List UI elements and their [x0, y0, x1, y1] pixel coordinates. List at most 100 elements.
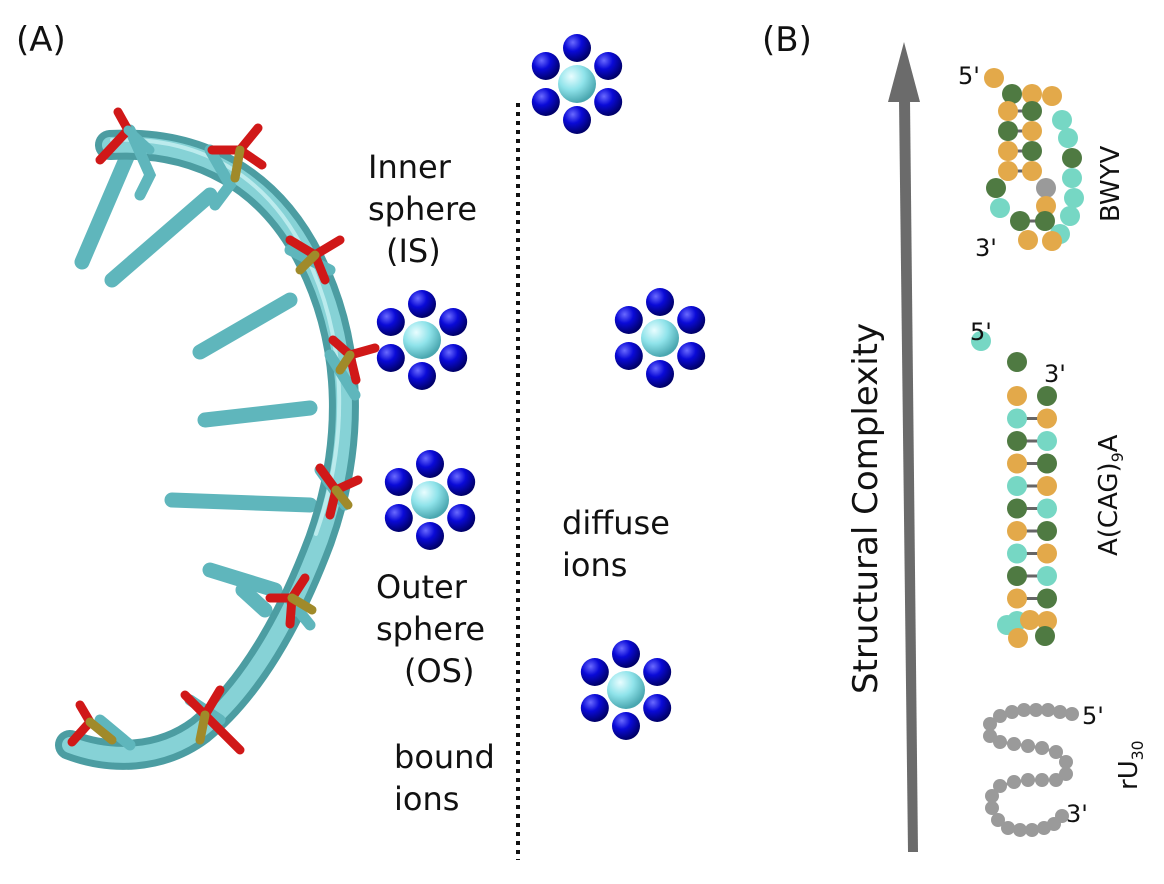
- uridine: [1049, 773, 1063, 787]
- nucleotide: [990, 198, 1010, 218]
- nucleotide: [1022, 121, 1042, 141]
- water-oxygen: [376, 344, 405, 372]
- nucleotide: [1035, 626, 1055, 646]
- nucleotide: [998, 161, 1018, 181]
- water-oxygen: [447, 504, 476, 532]
- inner-sphere-label: Inner sphere (IS): [368, 146, 477, 272]
- nucleotide: [1037, 611, 1057, 631]
- nucleotide: [1037, 386, 1057, 406]
- bwyv-name: BWYV: [1096, 145, 1126, 222]
- water-oxygen: [531, 52, 560, 80]
- magnesium-ion: [607, 671, 645, 709]
- nucleotide: [1007, 566, 1027, 586]
- nucleotide: [1042, 86, 1062, 106]
- water-oxygen: [646, 360, 674, 388]
- bound-ions-line-1: bound: [394, 738, 495, 776]
- outer-sphere-line-1: Outer: [376, 568, 467, 606]
- outer-sphere-line-3: (OS): [404, 652, 475, 690]
- rna-bases: [74, 142, 318, 618]
- water-oxygen: [580, 694, 609, 722]
- nucleotide: [1007, 521, 1027, 541]
- diffuse-ions-line-2: ions: [562, 546, 628, 584]
- uridine: [1035, 773, 1049, 787]
- water-oxygen: [646, 288, 674, 316]
- water-oxygen: [439, 344, 468, 372]
- water-oxygen: [643, 658, 672, 686]
- ru30-five-prime: 5': [1082, 702, 1104, 730]
- nucleotide: [971, 331, 991, 351]
- uridine: [985, 801, 999, 815]
- rna-strand: [55, 107, 380, 770]
- ru30-name-main: rU: [1114, 760, 1144, 790]
- nucleotide: [1008, 628, 1028, 648]
- water-oxygen: [580, 658, 609, 686]
- uridine: [1017, 703, 1031, 717]
- nucleotide: [1007, 431, 1027, 451]
- water-oxygen: [594, 52, 623, 80]
- water-oxygen: [376, 308, 405, 336]
- water-oxygen: [416, 522, 444, 550]
- water-oxygen: [384, 468, 413, 496]
- nucleotide: [1022, 84, 1042, 104]
- uridine: [1021, 739, 1035, 753]
- water-oxygen: [614, 306, 643, 334]
- nucleotide: [1062, 148, 1082, 168]
- nucleotide: [1022, 141, 1042, 161]
- uridine: [993, 779, 1007, 793]
- nucleotide: [998, 101, 1018, 121]
- uridine: [985, 789, 999, 803]
- ion-diffuse-bottom: [580, 640, 672, 740]
- nucleotide: [1007, 588, 1027, 609]
- water-oxygen: [563, 106, 591, 134]
- uridine: [1059, 755, 1073, 769]
- water-oxygen: [531, 88, 560, 116]
- uridine: [1007, 737, 1021, 751]
- cag-name-sub: 9: [1109, 452, 1128, 463]
- nucleotide: [1010, 211, 1030, 231]
- uridine: [1065, 707, 1079, 721]
- nucleotide: [1020, 610, 1040, 630]
- water-oxygen: [643, 694, 672, 722]
- nucleotide: [1007, 476, 1027, 496]
- nucleotide: [1007, 543, 1027, 564]
- water-oxygen: [677, 342, 706, 370]
- nucleotide: [998, 141, 1018, 161]
- uridine: [1007, 775, 1021, 789]
- nucleotide: [1037, 498, 1057, 519]
- magnesium-ion: [641, 319, 679, 357]
- nucleotide: [998, 121, 1018, 141]
- phosphate-groups: [67, 107, 380, 755]
- ru30-three-prime: 3': [1066, 800, 1088, 828]
- ru30-structure: [983, 703, 1079, 837]
- ion-diffuse-top: [531, 34, 623, 134]
- bwyv-three-prime: 3': [975, 234, 997, 262]
- water-oxygen: [677, 306, 706, 334]
- diffuse-ions-label: diffuse ions: [562, 502, 670, 586]
- water-oxygen: [614, 342, 643, 370]
- ru30-name-sub: 30: [1129, 740, 1148, 761]
- complexity-arrow: [888, 42, 920, 852]
- nucleotide: [1035, 211, 1055, 231]
- panel-a-label: (A): [16, 20, 66, 60]
- uridine: [993, 709, 1007, 723]
- ru30-name: rU30: [1114, 740, 1147, 790]
- uridine: [1025, 823, 1039, 837]
- outer-sphere-label: Outer sphere (OS): [376, 566, 485, 692]
- nucleotide: [1037, 588, 1057, 609]
- water-oxygen: [563, 34, 591, 62]
- nucleotide: [1060, 206, 1080, 226]
- cag-name: A(CAG)9A: [1094, 435, 1127, 556]
- nucleotide: [1037, 453, 1057, 474]
- acag9a-structure: [971, 331, 1057, 648]
- water-oxygen: [384, 504, 413, 532]
- nucleotide: [1036, 196, 1056, 216]
- bound-ions-label: bound ions: [394, 736, 495, 820]
- nucleotide: [1036, 178, 1056, 198]
- nucleotide: [1037, 566, 1057, 586]
- uridine: [1013, 823, 1027, 837]
- uridine: [983, 717, 997, 731]
- nucleotide: [1037, 408, 1057, 429]
- nucleotide: [1022, 161, 1042, 181]
- uridine: [1055, 809, 1069, 823]
- bound-ions-line-2: ions: [394, 780, 460, 818]
